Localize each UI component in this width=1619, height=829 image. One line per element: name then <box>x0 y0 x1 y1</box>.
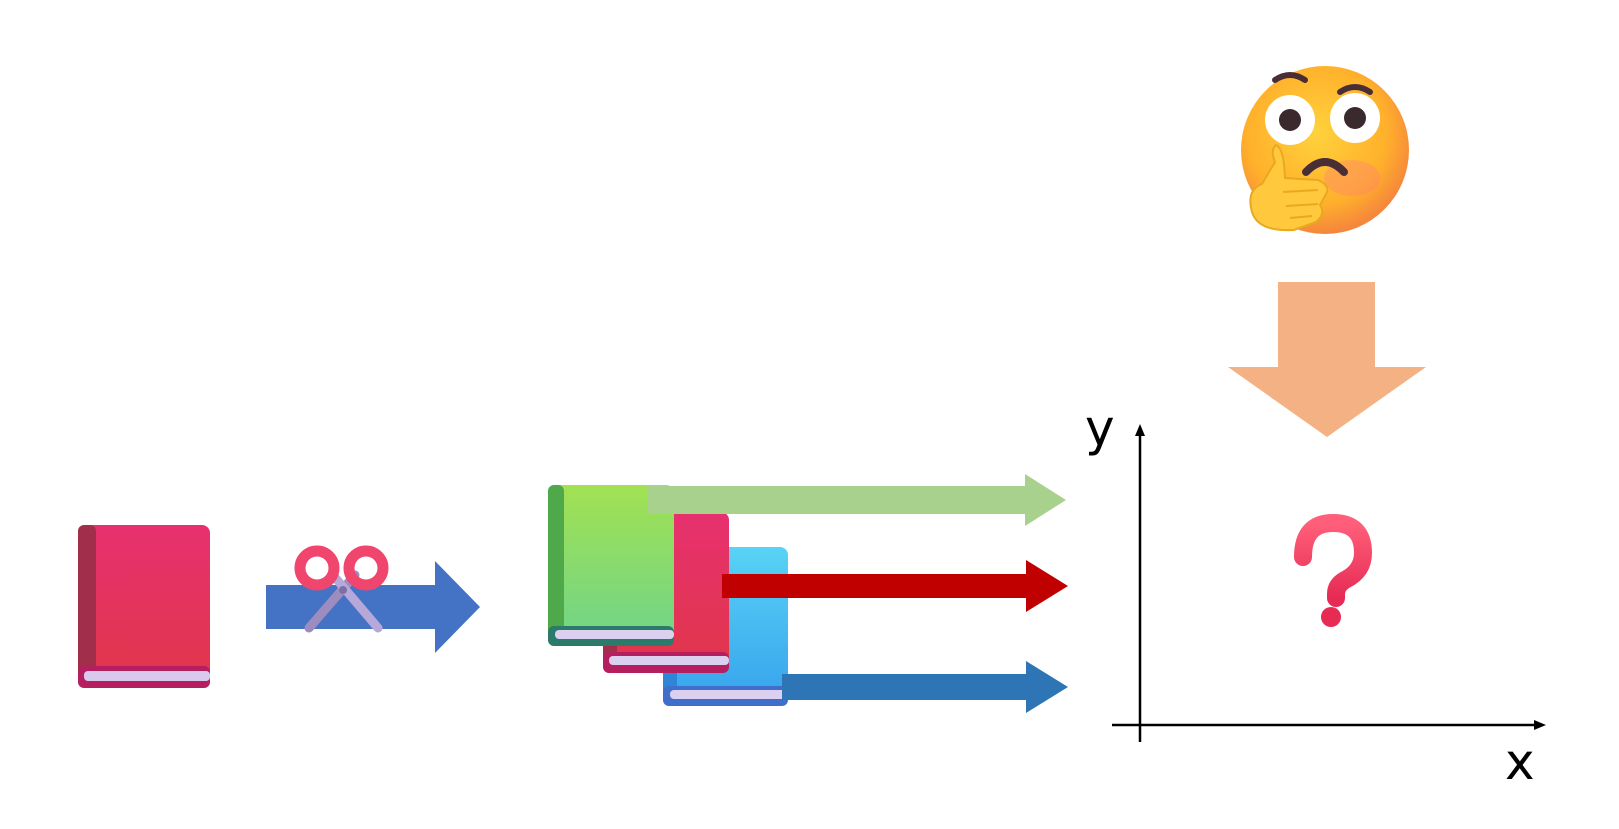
split-arrow <box>266 561 480 653</box>
green-arrow <box>648 474 1066 526</box>
green-book-icon <box>548 485 674 646</box>
book-icon <box>78 525 210 688</box>
x-axis-label: x <box>1505 733 1535 791</box>
thinking-face-icon <box>1241 66 1409 234</box>
y-axis-arrowhead <box>1135 424 1145 436</box>
x-axis-arrowhead <box>1534 720 1546 730</box>
axes: y x <box>1085 399 1546 791</box>
blue-arrow <box>782 661 1068 713</box>
down-arrow <box>1228 282 1426 437</box>
question-mark-icon: ? <box>1294 513 1373 627</box>
y-axis-label: y <box>1085 399 1115 457</box>
scissors-icon <box>294 545 389 633</box>
red-arrow <box>722 560 1068 612</box>
